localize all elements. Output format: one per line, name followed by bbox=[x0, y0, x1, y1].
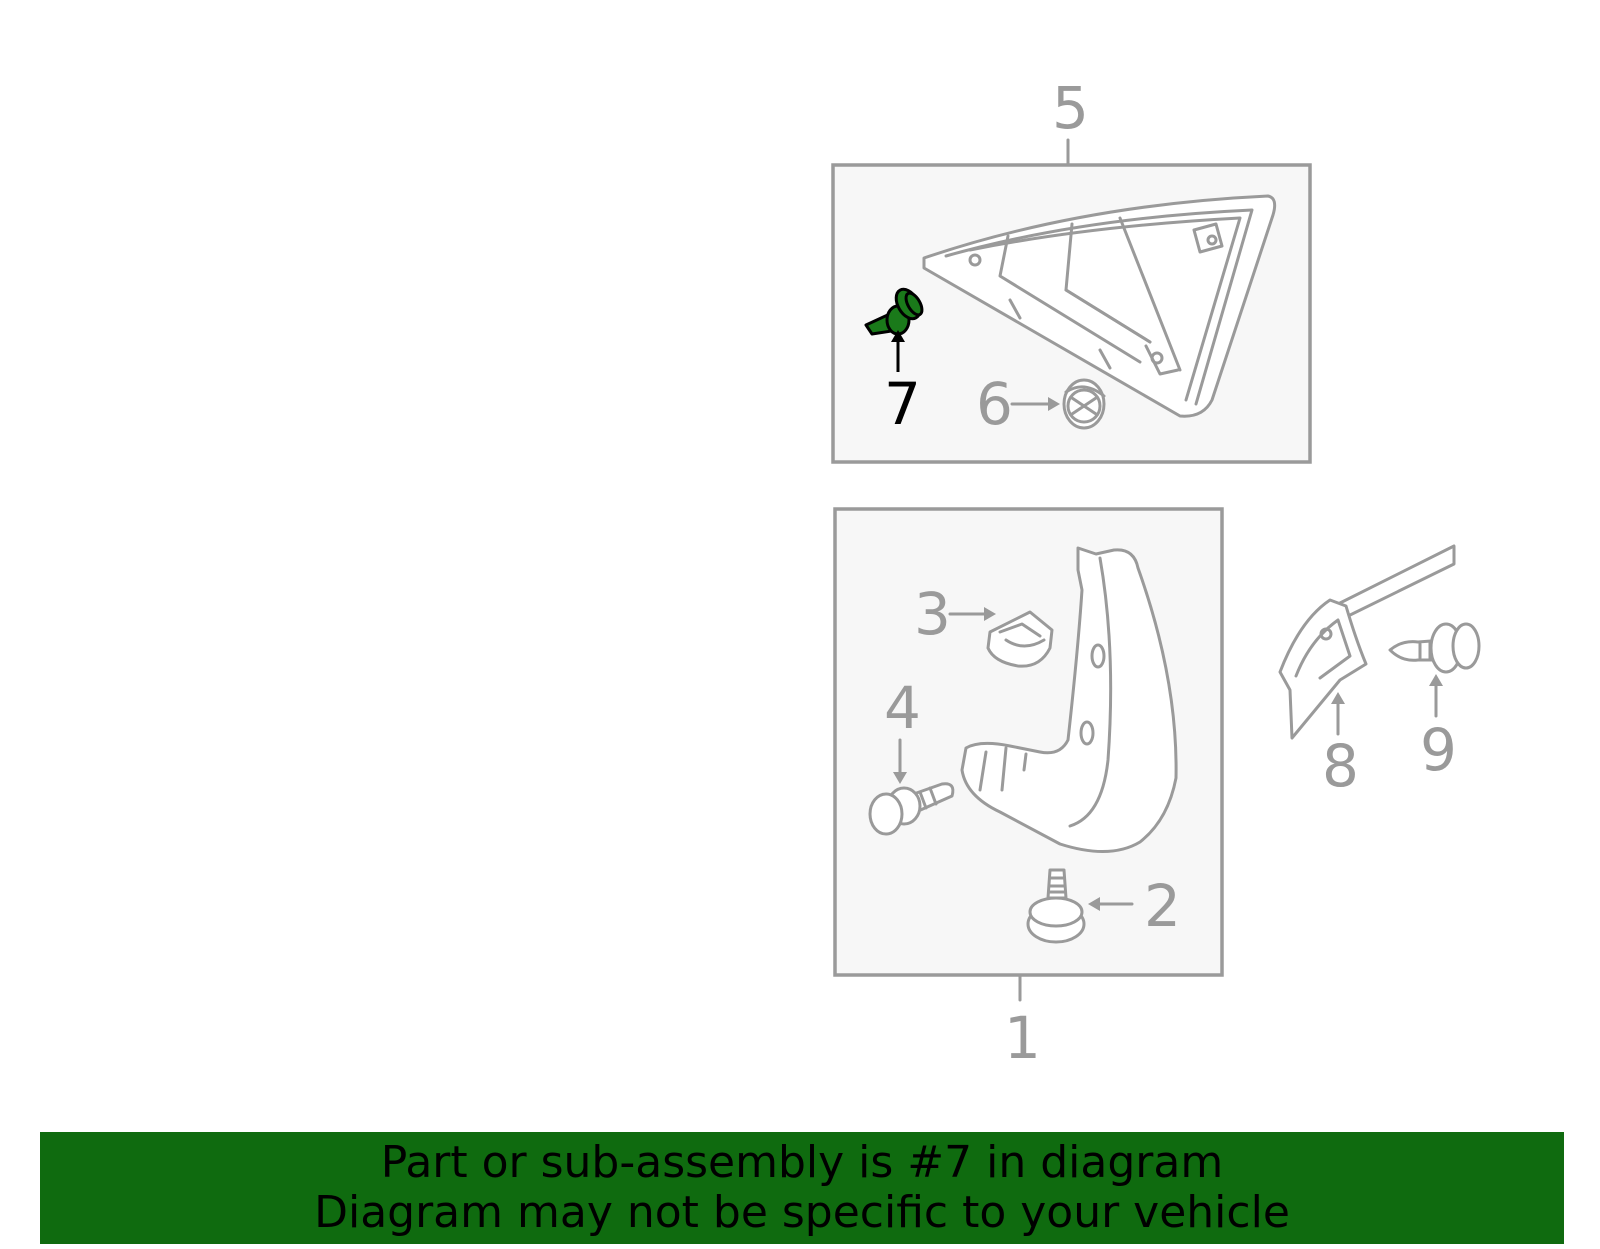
part-3-clip-nut[interactable] bbox=[986, 610, 1054, 668]
callout-4[interactable]: 4 bbox=[884, 674, 921, 742]
callout-3[interactable]: 3 bbox=[914, 580, 951, 648]
banner-line-1: Part or sub-assembly is #7 in diagram bbox=[380, 1137, 1224, 1188]
callout-6[interactable]: 6 bbox=[976, 370, 1013, 438]
part-9-push-rivet[interactable] bbox=[1388, 622, 1481, 674]
callout-7[interactable]: 7 bbox=[884, 370, 921, 438]
part-1-mud-flap[interactable] bbox=[960, 546, 1178, 853]
part-8-bracket[interactable] bbox=[1278, 544, 1456, 740]
callout-1[interactable]: 1 bbox=[1004, 1004, 1041, 1072]
part-7-push-clip[interactable] bbox=[864, 285, 925, 336]
tail-lamp-housing[interactable] bbox=[922, 194, 1277, 418]
callout-9[interactable]: 9 bbox=[1420, 716, 1457, 784]
callout-8[interactable]: 8 bbox=[1322, 732, 1359, 800]
callout-5[interactable]: 5 bbox=[1052, 74, 1089, 142]
assembly-5-group: 5 7 bbox=[831, 74, 1312, 464]
assembly-1-group: 1 3 4 bbox=[833, 507, 1224, 1072]
info-banner: Part or sub-assembly is #7 in diagram Di… bbox=[40, 1132, 1564, 1244]
part-2-bolt[interactable] bbox=[1026, 868, 1086, 944]
banner-line-2: Diagram may not be specific to your vehi… bbox=[314, 1187, 1290, 1238]
callout-2[interactable]: 2 bbox=[1144, 872, 1181, 940]
part-6-grommet[interactable] bbox=[1062, 378, 1106, 430]
part-4-push-rivet[interactable] bbox=[868, 782, 955, 836]
